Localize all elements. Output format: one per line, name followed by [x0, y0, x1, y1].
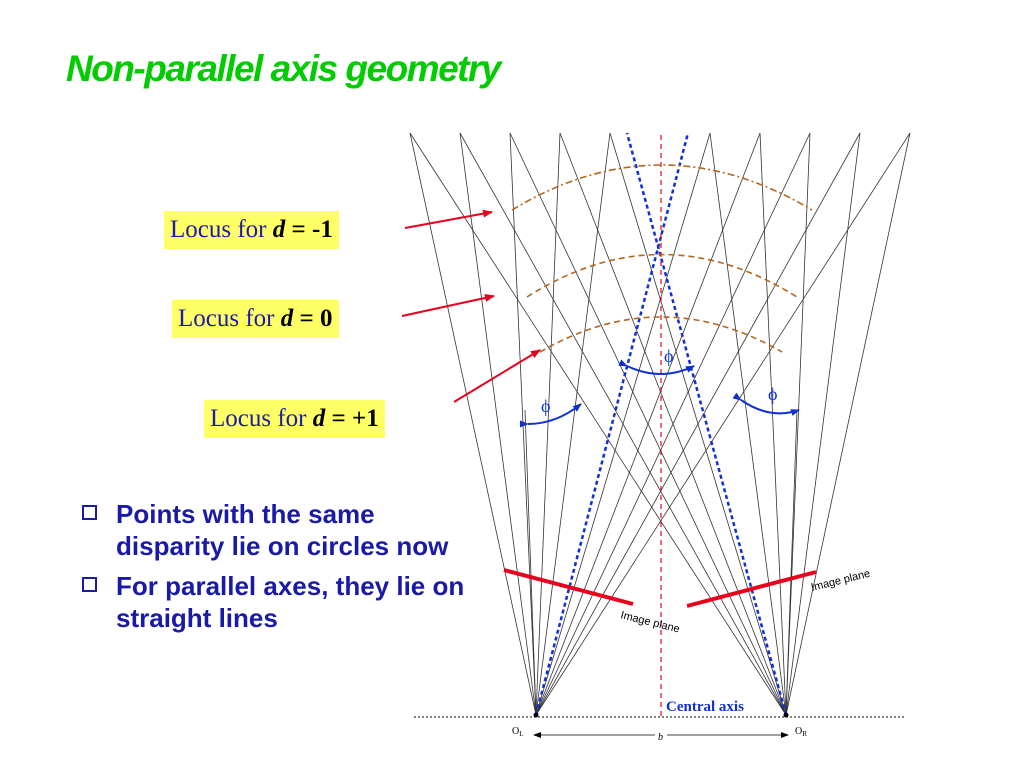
left-vertical-line — [524, 409, 537, 716]
left-angle-arc — [519, 403, 582, 428]
locus-curve-plus-one — [539, 316, 783, 353]
right-image-plane-label: Image plane — [810, 568, 872, 594]
pointer-arrow-minus-one — [404, 209, 493, 229]
checkbox-bullet-icon — [82, 577, 97, 592]
right-optical-axis — [625, 132, 788, 716]
slide-title: Non-parallel axis geometry — [66, 48, 501, 89]
locus-label-minus-one: Locus for d = -1 — [164, 211, 339, 249]
right-camera-center — [783, 712, 789, 718]
right-angle-arc — [732, 392, 800, 416]
right-vertical-line — [785, 409, 798, 716]
bullet-item: For parallel axes, they lie on straight … — [78, 570, 468, 634]
left-center-label: OL — [512, 726, 524, 738]
locus-label-zero: Locus for d = 0 — [172, 300, 339, 338]
right-image-plane — [686, 570, 817, 608]
locus-curve-minus-one — [511, 164, 813, 211]
locus-curve-zero — [526, 253, 798, 298]
bullet-list: Points with the same disparity lie on ci… — [78, 498, 468, 642]
angle-symbol-center: ϕ — [664, 346, 673, 366]
pointer-arrow-plus-one — [453, 349, 541, 403]
left-optical-axis — [534, 132, 690, 716]
right-ray-fan — [409, 132, 911, 716]
checkbox-bullet-icon — [82, 505, 97, 520]
right-center-label: OR — [795, 726, 807, 738]
left-image-plane — [503, 568, 634, 606]
angle-symbol-right: ϕ — [768, 384, 777, 404]
baseline-label: b — [658, 732, 663, 743]
left-image-plane-label: Image plane — [619, 609, 681, 635]
bullet-item: Points with the same disparity lie on ci… — [78, 498, 468, 562]
left-camera-center — [533, 712, 539, 718]
central-axis-label: Central axis — [666, 699, 744, 715]
locus-label-plus-one: Locus for d = +1 — [204, 400, 385, 438]
angle-symbol-left: ϕ — [541, 396, 550, 416]
center-angle-arc — [618, 359, 695, 375]
pointer-arrow-zero — [401, 294, 495, 317]
